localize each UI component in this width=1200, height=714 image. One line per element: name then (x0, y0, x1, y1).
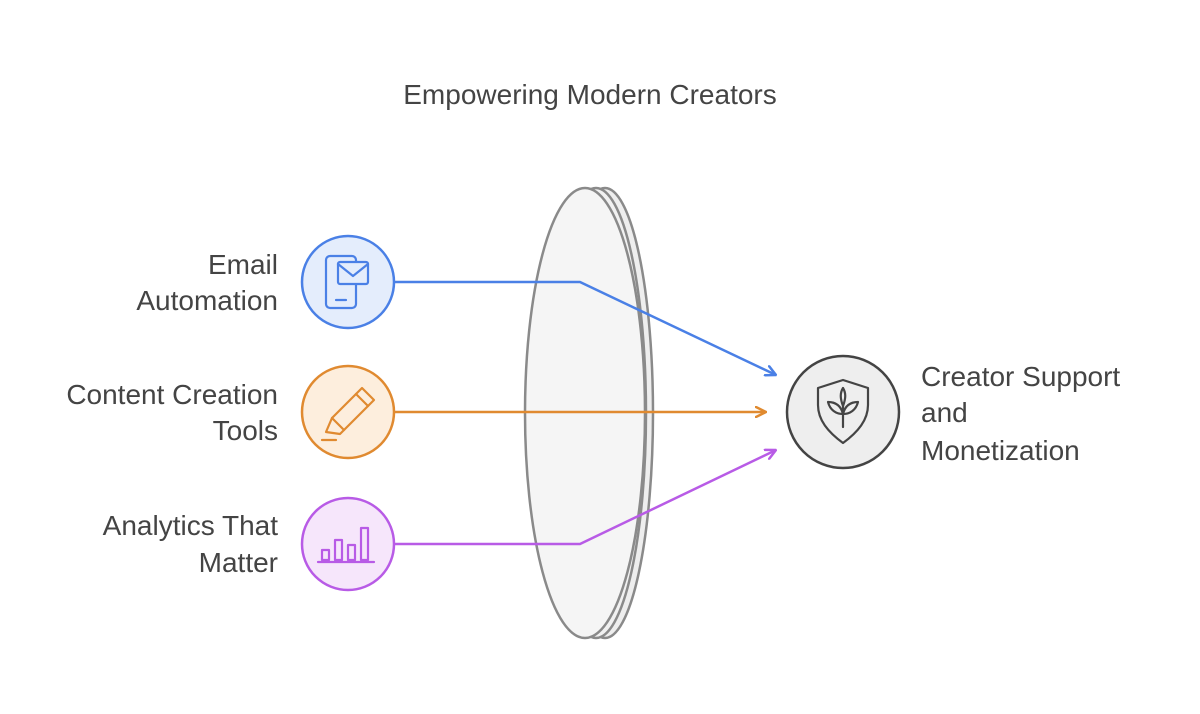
input-label-email-line1: Email (208, 249, 278, 280)
input-label-content-line1: Content Creation (66, 379, 278, 410)
input-node-email-automation: Email Automation (136, 234, 396, 330)
output-label-line2: and (921, 397, 968, 428)
input-label-analytics-line2: Matter (199, 547, 278, 578)
input-circle-content (300, 364, 396, 460)
diagram-title: Empowering Modern Creators (403, 79, 777, 110)
output-node-creator-support: Creator Support and Monetization (785, 354, 1120, 470)
mobile-email-icon (324, 254, 370, 310)
connector-analytics (395, 450, 776, 546)
bar-chart-icon (316, 526, 376, 564)
output-label-line3: Monetization (921, 435, 1080, 466)
input-label-content-line2: Tools (213, 415, 278, 446)
output-label-line1: Creator Support (921, 361, 1120, 392)
input-label-analytics-line1: Analytics That (103, 510, 279, 541)
sprout-shield-icon (816, 378, 870, 445)
marker-pen-icon (320, 386, 376, 442)
input-label-email-line2: Automation (136, 285, 278, 316)
connector-email-automation (395, 280, 776, 375)
input-node-analytics: Analytics That Matter (103, 496, 396, 592)
input-node-content-creation: Content Creation Tools (66, 364, 396, 460)
